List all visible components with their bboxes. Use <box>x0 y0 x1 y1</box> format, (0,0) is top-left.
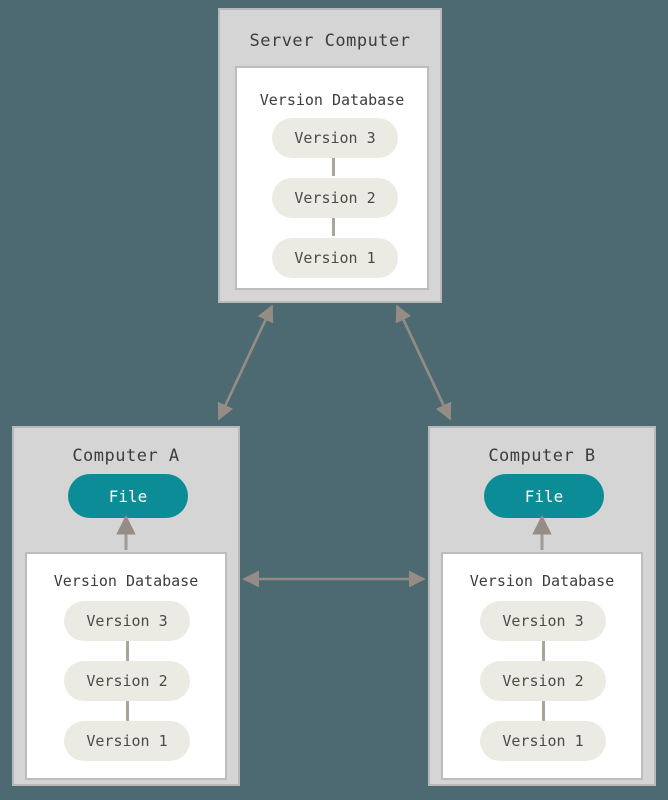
computer-b-version-pill-2[interactable]: Version 2 <box>480 661 606 701</box>
computer-a-version-pill-3[interactable]: Version 3 <box>64 601 190 641</box>
computer-b-version-connector-2-1 <box>542 701 545 723</box>
computer-b-title: Computer B <box>488 446 596 466</box>
server-version-pill-3[interactable]: Version 3 <box>272 118 398 158</box>
computer-b-version-connector-3-2 <box>542 641 545 663</box>
computer-a-box: Computer A File Version Database Version… <box>12 426 240 786</box>
server-computer-box: Server Computer Version Database Version… <box>218 8 442 303</box>
server-version-connector-2-1 <box>332 216 335 236</box>
computer-a-version-pill-2[interactable]: Version 2 <box>64 661 190 701</box>
server-version-connector-3-2 <box>332 156 335 176</box>
server-version-database-title: Version Database <box>259 91 405 109</box>
server-version-database-panel: Version Database Version 3 Version 2 Ver… <box>235 66 429 290</box>
computer-b-box: Computer B File Version Database Version… <box>428 426 656 786</box>
computer-b-version-pill-3[interactable]: Version 3 <box>480 601 606 641</box>
server-computer-title: Server Computer <box>249 31 411 51</box>
arrow-server-to-computer-b <box>395 304 452 421</box>
computer-a-version-pill-1[interactable]: Version 1 <box>64 721 190 761</box>
computer-a-version-database-title: Version Database <box>53 572 199 590</box>
server-version-pill-1[interactable]: Version 1 <box>272 238 398 278</box>
computer-a-version-database-panel: Version Database Version 3 Version 2 Ver… <box>25 552 227 780</box>
computer-b-file-pill[interactable]: File <box>484 474 604 518</box>
computer-b-version-database-title: Version Database <box>469 572 615 590</box>
computer-a-version-connector-2-1 <box>126 701 129 723</box>
computer-b-version-pill-1[interactable]: Version 1 <box>480 721 606 761</box>
computer-a-file-pill[interactable]: File <box>68 474 188 518</box>
server-version-pill-2[interactable]: Version 2 <box>272 178 398 218</box>
computer-a-title: Computer A <box>72 446 180 466</box>
computer-a-version-connector-3-2 <box>126 641 129 663</box>
arrow-server-to-computer-a <box>217 304 274 421</box>
computer-b-version-database-panel: Version Database Version 3 Version 2 Ver… <box>441 552 643 780</box>
